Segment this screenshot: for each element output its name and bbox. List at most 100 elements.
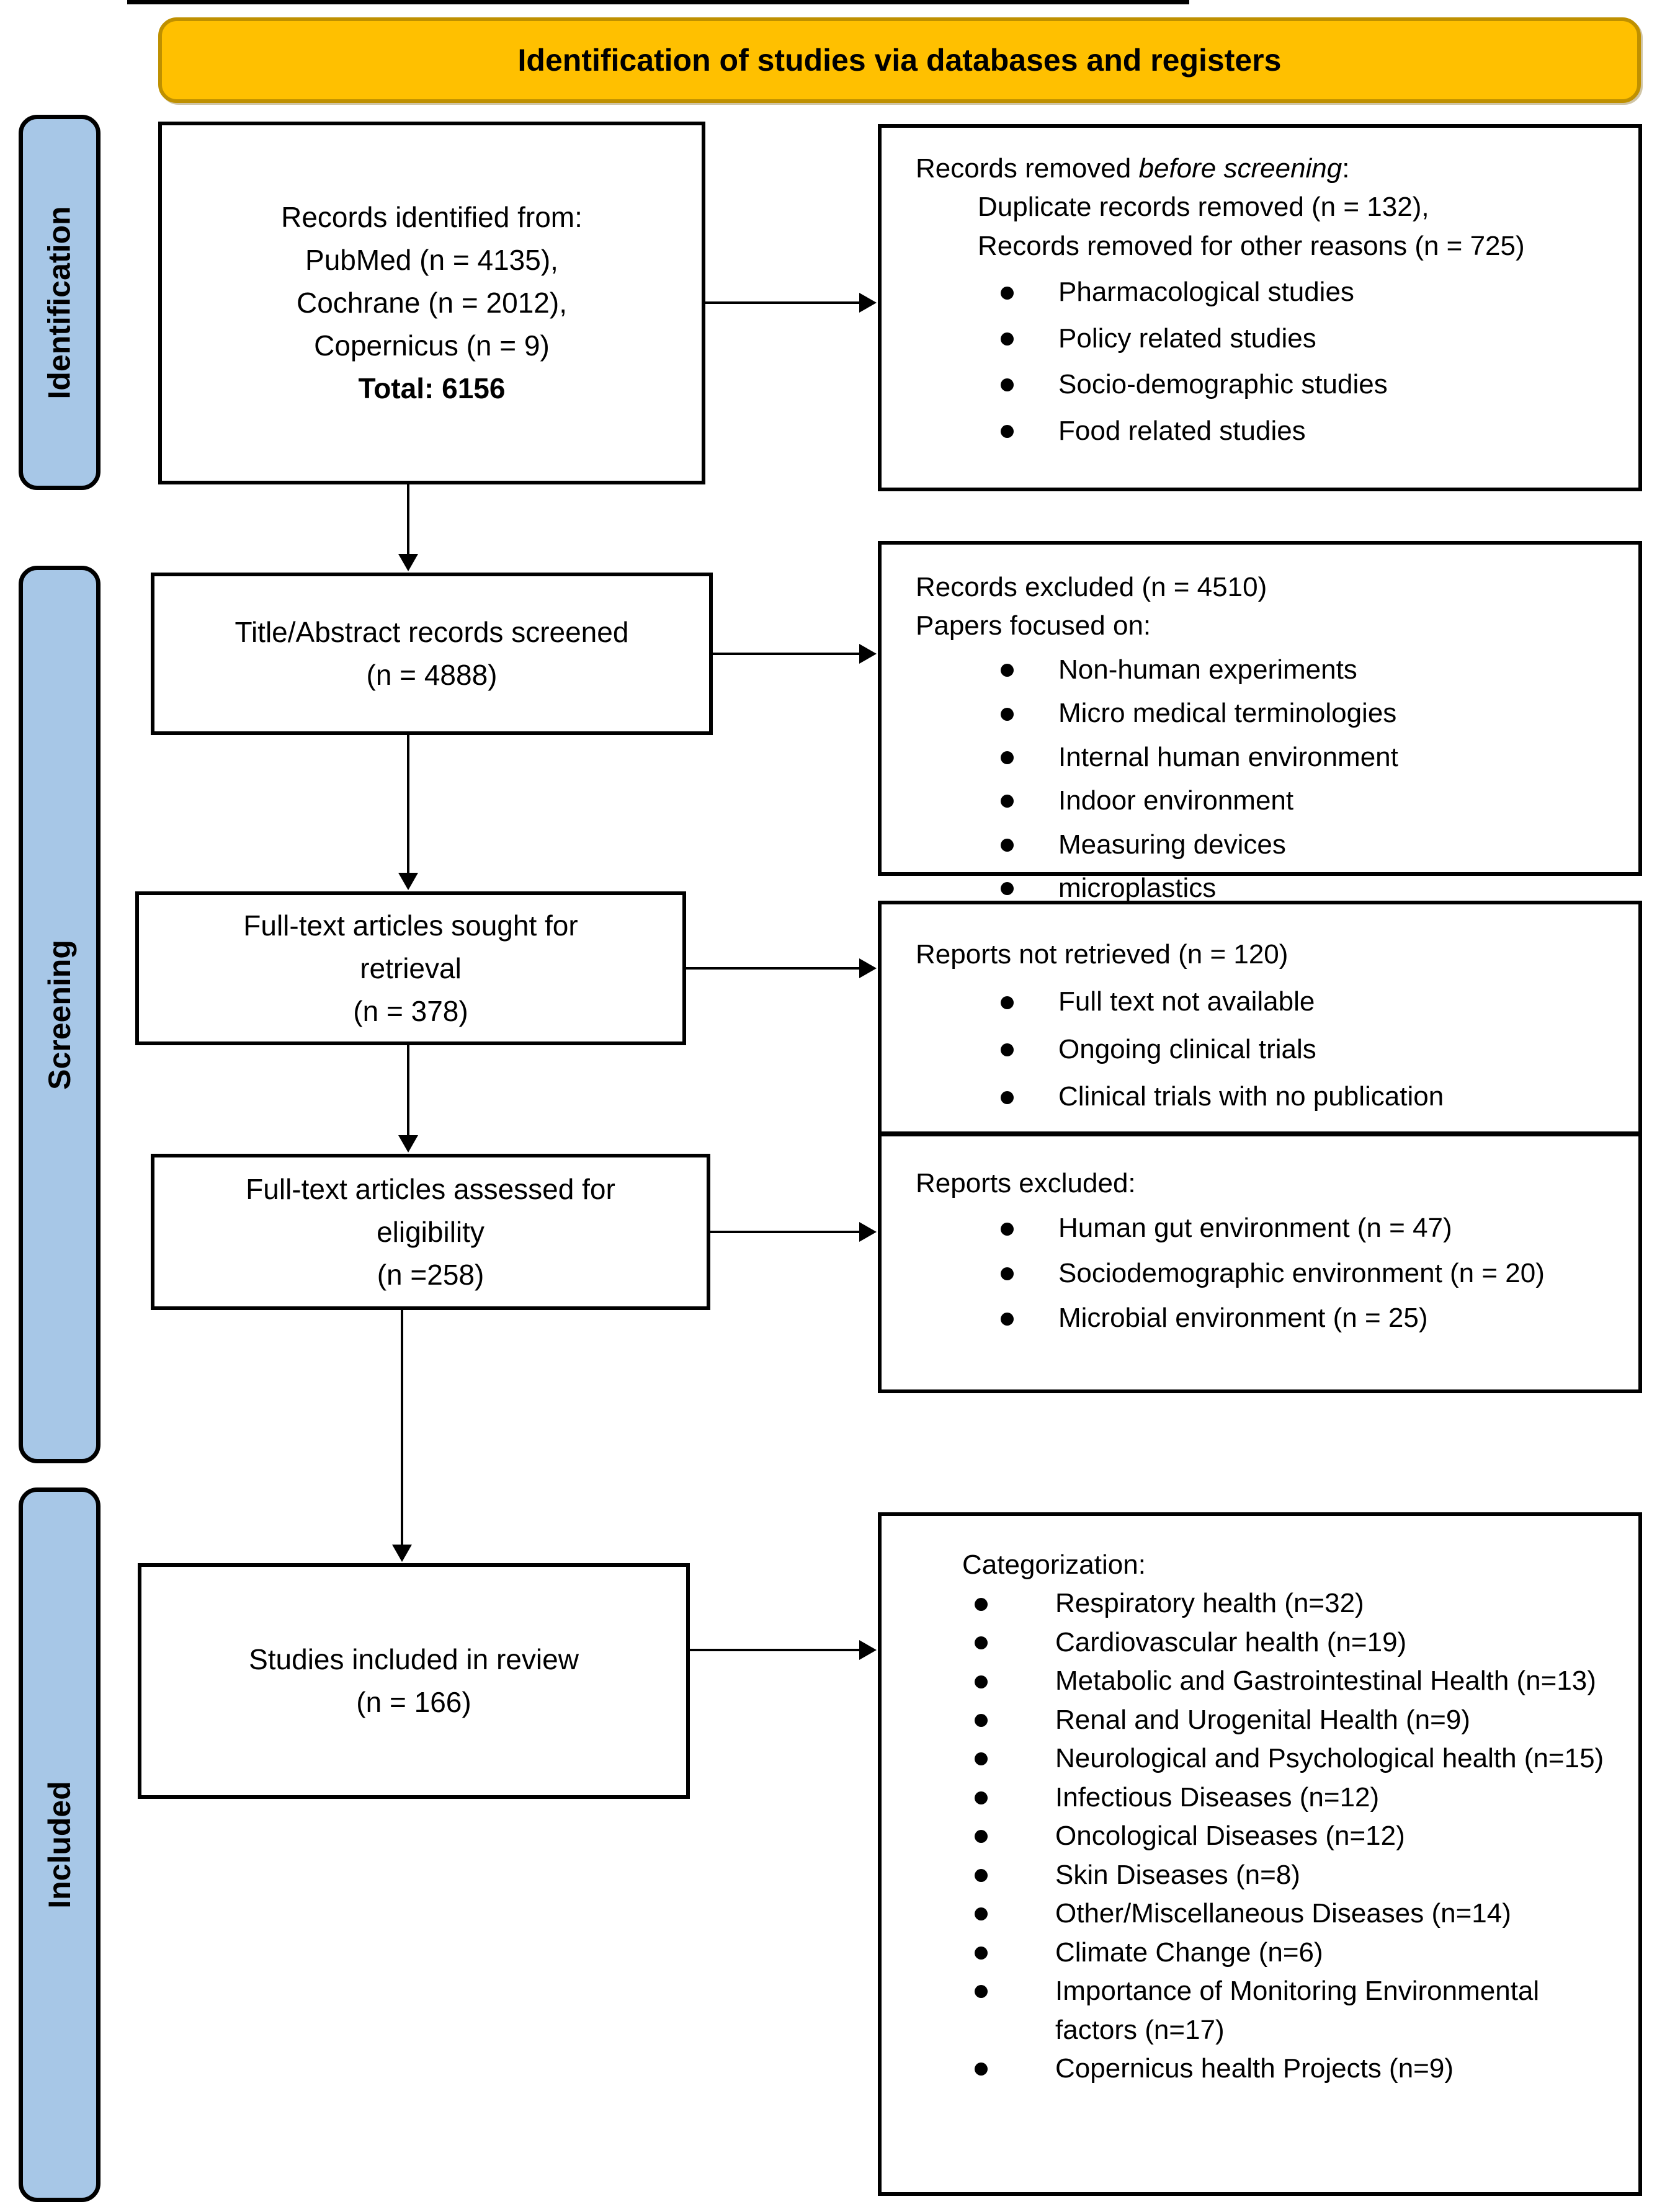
arrow-identified-to-removed <box>705 301 859 304</box>
bullet-text: Measuring devices <box>1058 829 1286 860</box>
bullet-item: Metabolic and Gastrointestinal Health (n… <box>962 1662 1620 1700</box>
arrow-identified-to-screened <box>407 484 409 554</box>
reports-excluded-lines: Reports excluded: <box>916 1164 1564 1203</box>
bullet-icon <box>975 1752 988 1766</box>
records-removed-title-italic: before screening <box>1138 153 1342 184</box>
stage-label-screening: Screening <box>19 566 100 1463</box>
bullet-text: Metabolic and Gastrointestinal Health (n… <box>1055 1666 1596 1697</box>
arrow-sought-to-not-retrieved <box>686 967 859 970</box>
bullet-text: Infectious Diseases (n=12) <box>1055 1782 1380 1813</box>
bullet-item: Pharmacological studies <box>968 273 1595 311</box>
box-text-line: Full-text articles assessed for <box>246 1172 615 1205</box>
bullet-icon <box>975 1675 988 1688</box>
box-records-removed: Records removed before screening: Duplic… <box>878 124 1642 491</box>
box-reports-excluded: Reports excluded: Human gut environment … <box>878 1133 1642 1393</box>
records-identified-lines: Records identified from:PubMed (n = 4135… <box>281 196 583 367</box>
categorization-title: Categorization: <box>962 1546 1620 1584</box>
arrow-assessed-to-reports-excluded <box>710 1231 859 1233</box>
bullet-item: Clinical trials with no publication <box>968 1077 1620 1116</box>
bullet-item: Cardiovascular health (n=19) <box>962 1623 1620 1662</box>
arrow-sought-to-assessed <box>407 1045 409 1135</box>
box-text-line: (n = 166) <box>356 1686 471 1718</box>
bullet-item: Respiratory health (n=32) <box>962 1584 1620 1623</box>
box-records-identified: Records identified from:PubMed (n = 4135… <box>158 122 705 484</box>
bullet-text: Climate Change (n=6) <box>1055 1937 1323 1968</box>
reports-excluded-bullets: Human gut environment (n = 47) Sociodemo… <box>916 1209 1564 1337</box>
box-text-line: Studies included in review <box>249 1643 579 1675</box>
title-abstract-lines: Title/Abstract records screened (n = 4888… <box>235 611 629 697</box>
records-removed-bullets: Pharmacological studies Policy related s… <box>916 273 1595 450</box>
box-text-line: (n =258) <box>377 1258 485 1291</box>
banner-title: Identification of studies via databases … <box>517 43 1282 78</box>
box-text-line: Full-text articles sought for <box>243 909 578 942</box>
bullet-item: Skin Diseases (n=8) <box>962 1856 1620 1894</box>
box-text-line: Papers focused on: <box>916 610 1151 641</box>
box-text-line: Duplicate records removed (n = 132), <box>978 192 1429 223</box>
box-text-line: Categorization: <box>962 1550 1146 1580</box>
bullet-item: Ongoing clinical trials <box>968 1030 1620 1069</box>
bullet-text: Skin Diseases (n=8) <box>1055 1859 1300 1890</box>
box-text-line: (n = 4888) <box>366 659 498 691</box>
bullet-text: Cardiovascular health (n=19) <box>1055 1626 1407 1657</box>
stage-label-identification-text: Identification <box>42 205 78 399</box>
bullet-item: Food related studies <box>968 412 1595 450</box>
bullet-text: Microbial environment (n = 25) <box>1058 1303 1428 1334</box>
bullet-text: Full text not available <box>1058 986 1315 1017</box>
bullet-text: Renal and Urogenital Health (n=9) <box>1055 1704 1470 1735</box>
bullet-item: Other/Miscellaneous Diseases (n=14) <box>962 1894 1620 1933</box>
bullet-item: Socio-demographic studies <box>968 365 1595 404</box>
bullet-text: Importance of Monitoring Environmental f… <box>1055 1976 1540 2045</box>
records-removed-title-suffix: : <box>1342 153 1350 184</box>
bullet-text: Socio-demographic studies <box>1058 369 1388 400</box>
box-text-line: Records removed for other reasons (n = 7… <box>978 230 1525 261</box>
bullet-text: Food related studies <box>1058 415 1306 446</box>
bullet-icon <box>1001 424 1014 438</box>
bullet-item: Human gut environment (n = 47) <box>968 1209 1564 1247</box>
box-categorization: Categorization: Respiratory health (n=32… <box>878 1512 1642 2196</box>
bullet-text: Respiratory health (n=32) <box>1055 1588 1364 1619</box>
bullet-item: microplastics <box>968 869 1620 908</box>
bullet-item: Climate Change (n=6) <box>962 1933 1620 1972</box>
box-text-line: Records identified from: <box>281 201 583 233</box>
bullet-text: Other/Miscellaneous Diseases (n=14) <box>1055 1898 1511 1929</box>
box-text-line: Cochrane (n = 2012), <box>296 287 567 319</box>
bullet-text: Human gut environment (n = 47) <box>1058 1213 1452 1244</box>
bullet-icon <box>975 1713 988 1727</box>
box-text-line: Title/Abstract records screened <box>234 616 629 648</box>
box-text-line: retrieval <box>360 952 462 984</box>
records-identified-total: Total: 6156 <box>358 372 506 404</box>
bullet-icon <box>1001 1267 1014 1281</box>
bullet-item: Oncological Diseases (n=12) <box>962 1817 1620 1855</box>
arrow-screened-to-sought <box>407 735 409 873</box>
box-reports-not-retrieved: Reports not retrieved (n = 120) Full tex… <box>878 901 1642 1135</box>
bullet-icon <box>1001 1222 1014 1236</box>
stage-label-identification: Identification <box>19 115 100 490</box>
bullet-text: Copernicus health Projects (n=9) <box>1055 2053 1454 2084</box>
bullet-text: Indoor environment <box>1058 785 1294 816</box>
bullet-icon <box>1001 996 1014 1009</box>
stage-label-screening-text: Screening <box>42 939 77 1090</box>
bullet-icon <box>1001 751 1014 764</box>
bullet-item: Measuring devices <box>968 826 1620 864</box>
box-text-line: Reports excluded: <box>916 1168 1136 1198</box>
bullet-icon <box>975 1597 988 1611</box>
bullet-item: Non-human experiments <box>968 651 1620 689</box>
bullet-icon <box>975 1830 988 1844</box>
bullet-icon <box>975 1868 988 1882</box>
box-title-abstract-screened: Title/Abstract records screened (n = 4888… <box>151 573 713 735</box>
bullet-icon <box>1001 882 1014 896</box>
bullet-text: Micro medical terminologies <box>1058 698 1397 729</box>
arrow-assessed-to-included <box>401 1310 403 1545</box>
stage-label-included: Included <box>19 1487 100 2202</box>
bullet-item: Infectious Diseases (n=12) <box>962 1778 1620 1817</box>
bullet-icon <box>1001 1043 1014 1057</box>
bullet-icon <box>1001 838 1014 852</box>
box-studies-included: Studies included in review (n = 166) <box>138 1563 690 1799</box>
bullet-item: Sociodemographic environment (n = 20) <box>968 1254 1564 1293</box>
reports-not-retrieved-bullets: Full text not available Ongoing clinical… <box>916 983 1620 1116</box>
studies-included-lines: Studies included in review (n = 166) <box>249 1638 579 1724</box>
bullet-text: Non-human experiments <box>1058 654 1357 685</box>
